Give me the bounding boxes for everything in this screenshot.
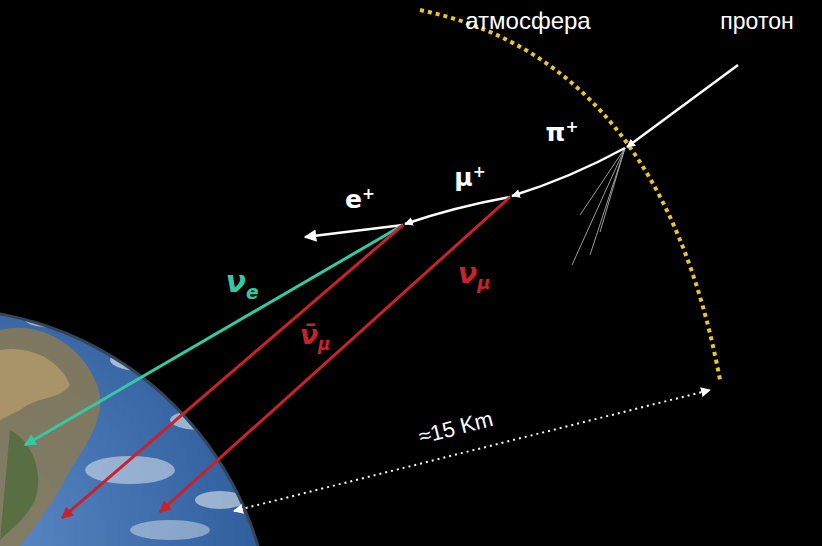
atmosphere-label: атмосфера (465, 8, 590, 34)
pion-track (512, 148, 625, 196)
muon-neutrino-label: νμ (458, 258, 491, 293)
electron-neutrino-label: νe (225, 265, 258, 303)
positron-label: e+ (345, 186, 375, 214)
superscript: + (473, 164, 486, 182)
proton-track (627, 65, 738, 147)
distance-label: ≈15 Km (416, 407, 495, 449)
symbol-base: π (546, 118, 566, 147)
symbol-base: ν̄ (300, 319, 318, 350)
subscript: μ (318, 334, 330, 354)
symbol-base: μ (454, 163, 472, 192)
distance-line (234, 390, 710, 511)
symbol-base: ν (225, 264, 245, 299)
superscript: + (362, 186, 375, 204)
muon-antineutrino-arrow (62, 225, 403, 518)
pion-label: π+ (546, 119, 579, 147)
particle-tracks (305, 65, 738, 237)
muon-label: μ+ (454, 164, 485, 192)
atmosphere-arc (420, 10, 720, 380)
symbol-base: ν (458, 256, 478, 290)
proton-label: протон (720, 9, 793, 34)
symbol-base: e (345, 185, 362, 214)
muon-antineutrino-label: ν̄μ (300, 320, 331, 353)
electron-neutrino-arrow (25, 225, 403, 445)
earth (0, 307, 273, 546)
muon-neutrino-arrow (160, 197, 510, 512)
subscript: μ (477, 273, 490, 294)
superscript: + (565, 119, 578, 137)
shower-lines (572, 148, 625, 265)
subscript: e (246, 282, 259, 303)
